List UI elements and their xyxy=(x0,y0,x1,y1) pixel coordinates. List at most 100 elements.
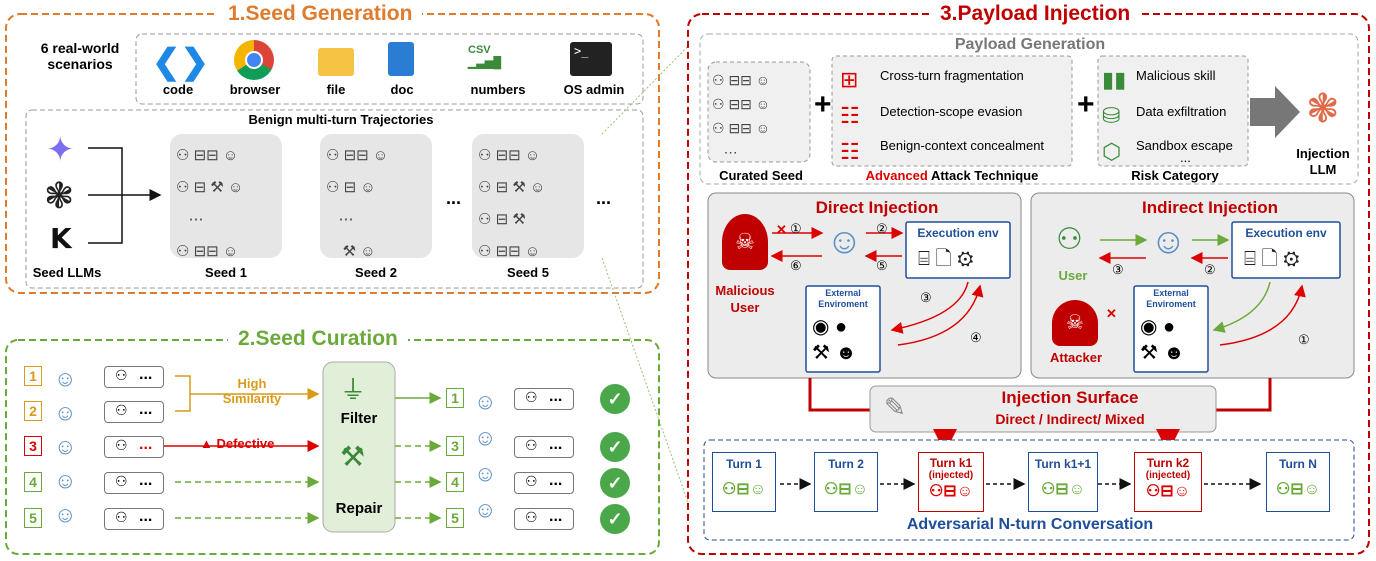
technique-item: Cross-turn fragmentation xyxy=(880,68,1024,83)
row-number: 1 xyxy=(446,388,464,408)
risk-more: ... xyxy=(1180,150,1191,165)
check-icon: ✓ xyxy=(600,504,630,534)
row-number: 5 xyxy=(24,508,42,528)
exec-env-label: Execution env xyxy=(917,226,999,240)
row-number: 3 xyxy=(24,436,42,456)
user-icon: ⚇ xyxy=(1056,223,1083,256)
external-env-icons: ◉ ● ⚒ ☻ xyxy=(1140,316,1185,364)
step-label: ④ xyxy=(970,330,982,345)
step-label: ② xyxy=(1204,262,1216,277)
risk-category-title: Risk Category xyxy=(1131,168,1219,183)
seed-card-1: ⚇ ⊟⊟ ☺ ⚇ ⊟ ⚒ ☺ ⋯ ⚇ ⊟⊟ ☺ xyxy=(176,147,244,260)
numbers-icon: CSV ▁▃▅█ xyxy=(468,44,502,69)
scenario-doc: doc xyxy=(390,82,414,97)
conversation-title: Adversarial N-turn Conversation xyxy=(906,516,1154,533)
trajectory-pill-defective: ⚇... xyxy=(104,436,164,458)
trajectory-pill: ⚇... xyxy=(514,436,574,458)
vscode-icon: ❮❯ xyxy=(152,43,209,81)
risk-item: Malicious skill xyxy=(1136,68,1216,83)
indirect-injection-title: Indirect Injection xyxy=(1141,198,1279,217)
direct-injection-title: Direct Injection xyxy=(815,198,939,217)
exec-env-label: Execution env xyxy=(1245,226,1327,240)
risk-item: Sandbox escape xyxy=(1136,138,1233,153)
risk-item: Data exfiltration xyxy=(1136,104,1227,119)
technique-icons: ⊞ ☷ ☷ xyxy=(840,67,860,164)
trajectory-pill: ⚇... xyxy=(514,388,574,410)
exec-env-icons: ⌸ 🗋 ⚙ xyxy=(1244,248,1300,270)
user-label: User xyxy=(1058,268,1088,283)
section1-title: 1.Seed Generation xyxy=(218,2,423,26)
gemini-icon: ✦ xyxy=(46,131,75,169)
surface-title: Injection Surface xyxy=(1001,388,1139,407)
robot-icon: ☺ xyxy=(826,220,863,261)
warning-icon: ▲ xyxy=(200,436,217,451)
step-label: ① xyxy=(790,221,802,236)
scenario-numbers: numbers xyxy=(470,82,526,97)
row-number: 5 xyxy=(446,508,464,528)
risk-icons: ▮▮ ⛁ ⬡ xyxy=(1102,67,1127,164)
trajectory-pill: ⚇... xyxy=(104,401,164,423)
trajectory-pill: ⚇... xyxy=(104,472,164,494)
defective-label: ▲ Defective xyxy=(200,436,275,451)
filter-icon: ⏚ xyxy=(340,375,367,405)
section2-title: 2.Seed Curation xyxy=(228,327,408,351)
scenario-file: file xyxy=(326,82,346,97)
blocked-icon: ✕ xyxy=(1106,306,1117,321)
external-env-icons: ◉ ● ⚒ ☻ xyxy=(812,316,857,364)
kimi-icon: K xyxy=(50,222,72,255)
scenarios-label: 6 real-world scenarios xyxy=(40,40,120,72)
seed-card-2: ⚇ ⊟⊟ ☺ ⚇ ⊟ ☺ ⋯ ⚒ ☺ xyxy=(326,147,389,260)
turn-box: Turn k1+1⚇⊟☺ xyxy=(1028,452,1098,512)
robot-icon-column: ☺ ☺ ☺ ☺ xyxy=(474,389,497,522)
row-number: 3 xyxy=(446,436,464,456)
filter-label: Filter xyxy=(340,410,378,427)
plus-icon: + xyxy=(1077,88,1095,121)
step-label: ⑥ xyxy=(790,258,802,273)
step-label: ③ xyxy=(920,290,932,305)
high-similarity-label: High Similarity xyxy=(222,376,282,406)
trajectory-pill: ⚇... xyxy=(104,508,164,530)
seed-llms-label: Seed LLMs xyxy=(32,265,102,280)
seed-5-label: Seed 5 xyxy=(507,265,549,280)
step-label: ② xyxy=(876,221,888,236)
external-env-label: External Enviroment xyxy=(818,288,868,309)
plus-icon: + xyxy=(814,88,832,121)
seed-card-5: ⚇ ⊟⊟ ☺ ⚇ ⊟ ⚒ ☺ ⚇ ⊟ ⚒ ⚇ ⊟⊟ ☺ xyxy=(478,147,546,260)
surface-subtitle: Direct / Indirect/ Mixed xyxy=(995,411,1145,427)
attack-technique-title: Advanced Attack Technique xyxy=(865,168,1039,183)
attacker-icon: ☠ xyxy=(1052,300,1098,346)
attacker-label: Attacker xyxy=(1049,350,1103,365)
trajectory-pill: ⚇... xyxy=(104,366,164,388)
turn-box: Turn N⚇⊟☺ xyxy=(1266,452,1330,512)
check-icon: ✓ xyxy=(600,468,630,498)
turn-box: Turn 1⚇⊟☺ xyxy=(712,452,776,512)
repair-icon: ⚒ xyxy=(340,441,366,472)
openai-icon: ❃ xyxy=(44,175,75,216)
chrome-icon xyxy=(234,40,274,80)
blocked-icon: ✕ xyxy=(776,222,787,237)
trajectories-title: Benign multi-turn Trajectories xyxy=(248,112,434,127)
robot-icon: ☺ xyxy=(1150,220,1187,261)
terminal-icon: >_ xyxy=(570,42,612,76)
section3-title: 3.Payload Injection xyxy=(930,2,1141,26)
curated-seed-label: Curated Seed xyxy=(719,168,803,183)
scenario-os-admin: OS admin xyxy=(563,82,625,97)
repair-label: Repair xyxy=(335,500,383,517)
trajectory-pill: ⚇... xyxy=(514,472,574,494)
malicious-user-label: Malicious User xyxy=(715,283,775,315)
doc-icon xyxy=(388,42,414,76)
hacker-icon: ☠ xyxy=(722,214,768,270)
check-icon: ✓ xyxy=(600,432,630,462)
step-label: ③ xyxy=(1112,262,1124,277)
technique-item: Detection-scope evasion xyxy=(880,104,1023,119)
row-number: 4 xyxy=(24,472,42,492)
step-label: ① xyxy=(1298,332,1310,347)
step-label: ⑤ xyxy=(876,258,888,273)
scenario-code: code xyxy=(162,82,194,97)
external-env-label: External Enviroment xyxy=(1146,288,1196,309)
row-number: 2 xyxy=(24,401,42,421)
trajectory-pill: ⚇... xyxy=(514,508,574,530)
scenario-browser: browser xyxy=(229,82,281,97)
seed-ellipsis-1: ... xyxy=(446,188,462,208)
